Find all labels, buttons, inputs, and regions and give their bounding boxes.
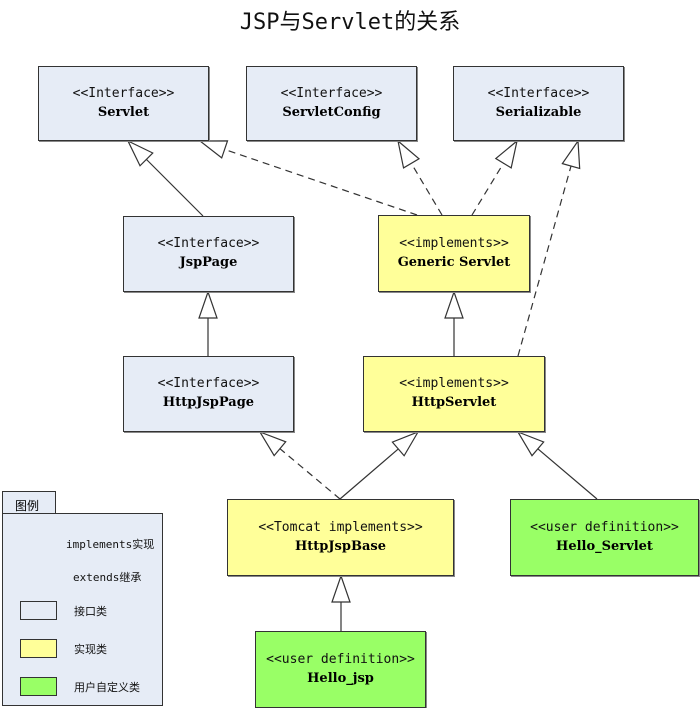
legend-user-label: 用户自定义类 <box>74 681 140 694</box>
class-name: JspPage <box>179 255 238 270</box>
stereotype: <<Interface>> <box>157 376 260 391</box>
box-serializable[interactable]: <<Interface>> Serializable <box>453 66 624 141</box>
legend-extends-label: extends继承 <box>73 571 142 584</box>
box-hello-jsp[interactable]: <<user definition>> Hello_jsp <box>255 631 426 708</box>
box-generic-servlet[interactable]: <<implements>> Generic Servlet <box>378 215 530 292</box>
stereotype: <<Tomcat implements>> <box>258 519 423 535</box>
legend-implementation-label: 实现类 <box>74 643 107 656</box>
class-name: Generic Servlet <box>397 254 511 270</box>
class-name: HttpJspBase <box>295 538 386 554</box>
edge-http-jsp-base-to-http-servlet-line <box>339 448 399 500</box>
edge-generic-servlet-to-servlet-config-arrowhead-icon <box>397 139 421 169</box>
box-hello-servlet[interactable]: <<user definition>> Hello_Servlet <box>510 499 699 576</box>
box-http-jsp-page[interactable]: <<Interface>> HttpJspPage <box>123 356 294 432</box>
edge-http-servlet-to-generic-servlet-arrowhead-icon <box>444 290 464 319</box>
legend-user-swatch <box>20 677 57 696</box>
legend-implements-label: implements实现 <box>66 538 155 551</box>
diagram-title: JSP与Servlet的关系 <box>239 10 461 35</box>
class-name: HttpServlet <box>411 395 497 410</box>
edge-hello-jsp-to-http-jsp-base-arrowhead-icon <box>331 574 351 603</box>
class-name: Hello_jsp <box>307 670 374 686</box>
class-name: Hello_Servlet <box>556 538 653 554</box>
class-name: ServletConfig <box>282 104 381 120</box>
edge-http-servlet-to-serializable-line <box>517 165 572 357</box>
edge-generic-servlet-to-servlet-arrowhead-icon <box>198 140 229 159</box>
edge-generic-servlet-to-serializable-line <box>471 162 505 216</box>
legend-interface-label: 接口类 <box>74 605 107 618</box>
class-name: Servlet <box>97 104 150 120</box>
edge-hello-servlet-to-http-servlet-arrowhead-icon <box>516 430 545 457</box>
edge-jsp-page-to-servlet-arrowhead-icon <box>126 139 154 167</box>
box-jsp-page[interactable]: <<Interface>> JspPage <box>123 216 294 292</box>
edge-http-jsp-base-to-http-jsp-page-arrowhead-icon <box>258 430 287 457</box>
edge-hello-servlet-to-http-servlet-line <box>537 448 598 500</box>
legend-implementation-swatch <box>20 639 57 658</box>
legend-interface-swatch <box>20 601 57 620</box>
edge-generic-servlet-to-servlet-line <box>224 148 418 216</box>
stereotype: <<Interface>> <box>72 85 175 101</box>
stereotype: <<Interface>> <box>280 85 383 101</box>
stereotype: <<Interface>> <box>157 236 260 251</box>
box-servlet[interactable]: <<Interface>> Servlet <box>38 66 209 141</box>
stereotype: <<Interface>> <box>487 85 590 101</box>
stereotype: <<implements>> <box>399 376 509 391</box>
legend-tab[interactable]: 图例 <box>2 491 56 514</box>
edge-jsp-page-to-servlet-line <box>145 158 204 217</box>
edge-generic-servlet-to-serializable-arrowhead-icon <box>494 139 518 169</box>
stereotype: <<user definition>> <box>530 519 679 535</box>
edge-http-jsp-page-to-jsp-page-arrowhead-icon <box>198 290 218 319</box>
box-http-servlet[interactable]: <<implements>> HttpServlet <box>363 356 545 432</box>
box-servlet-config[interactable]: <<Interface>> ServletConfig <box>246 66 417 141</box>
class-name: HttpJspPage <box>162 395 255 410</box>
edge-http-servlet-to-serializable-arrowhead-icon <box>561 139 581 170</box>
edge-group <box>126 139 598 631</box>
stereotype: <<implements>> <box>399 235 509 251</box>
class-name: Serializable <box>495 104 582 120</box>
stereotype: <<user definition>> <box>266 651 415 667</box>
edge-http-jsp-base-to-http-jsp-page-line <box>279 448 341 500</box>
box-http-jsp-base[interactable]: <<Tomcat implements>> HttpJspBase <box>227 499 454 576</box>
edge-generic-servlet-to-servlet-config-line <box>410 163 443 216</box>
edge-http-jsp-base-to-http-servlet-arrowhead-icon <box>391 430 420 457</box>
